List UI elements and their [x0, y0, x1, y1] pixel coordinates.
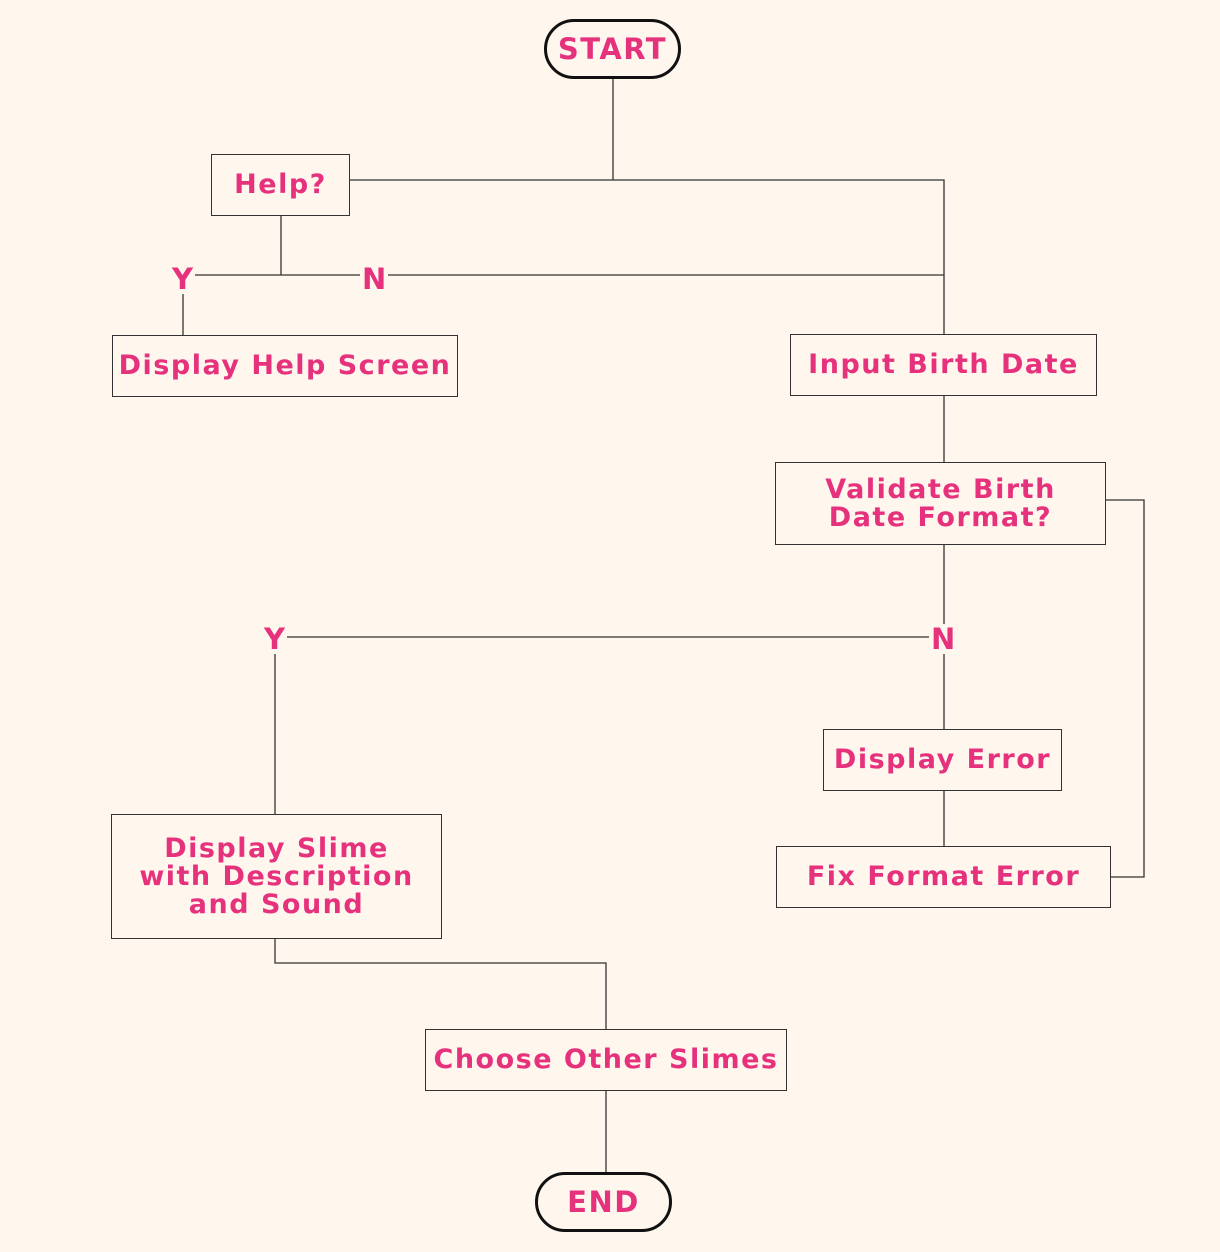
display-slime-box: Display Slime with Description and Sound — [111, 814, 442, 939]
display-slime-label: Display Slime with Description and Sound — [139, 832, 414, 920]
validate-birth-date-box: Validate Birth Date Format? — [775, 462, 1106, 545]
choose-other-slimes-box: Choose Other Slimes — [425, 1029, 787, 1091]
start-terminal: START — [544, 19, 681, 79]
choose-other-slimes-label: Choose Other Slimes — [433, 1044, 779, 1075]
fix-format-error-box: Fix Format Error — [776, 846, 1111, 908]
display-help-screen-label: Display Help Screen — [118, 350, 452, 381]
help-yes-label: Y — [170, 262, 195, 296]
end-label: END — [567, 1185, 640, 1219]
input-birth-date-label: Input Birth Date — [808, 349, 1079, 380]
input-birth-date-box: Input Birth Date — [790, 334, 1097, 396]
connector-slime-to-choose — [274, 938, 607, 1030]
end-terminal: END — [535, 1172, 672, 1232]
validate-birth-date-label: Validate Birth Date Format? — [825, 473, 1056, 533]
display-error-box: Display Error — [823, 729, 1062, 791]
connector-help-to-input — [349, 179, 945, 335]
display-help-screen-box: Display Help Screen — [112, 335, 458, 397]
start-label: START — [557, 32, 668, 66]
validate-no-label: N — [929, 622, 958, 656]
connector-fix-loop — [1105, 499, 1145, 878]
display-error-label: Display Error — [833, 744, 1052, 775]
validate-yes-label: Y — [262, 622, 287, 656]
help-decision-box: Help? — [211, 154, 350, 216]
help-no-label: N — [360, 262, 389, 296]
help-decision-label: Help? — [234, 169, 327, 200]
fix-format-error-label: Fix Format Error — [806, 861, 1081, 892]
